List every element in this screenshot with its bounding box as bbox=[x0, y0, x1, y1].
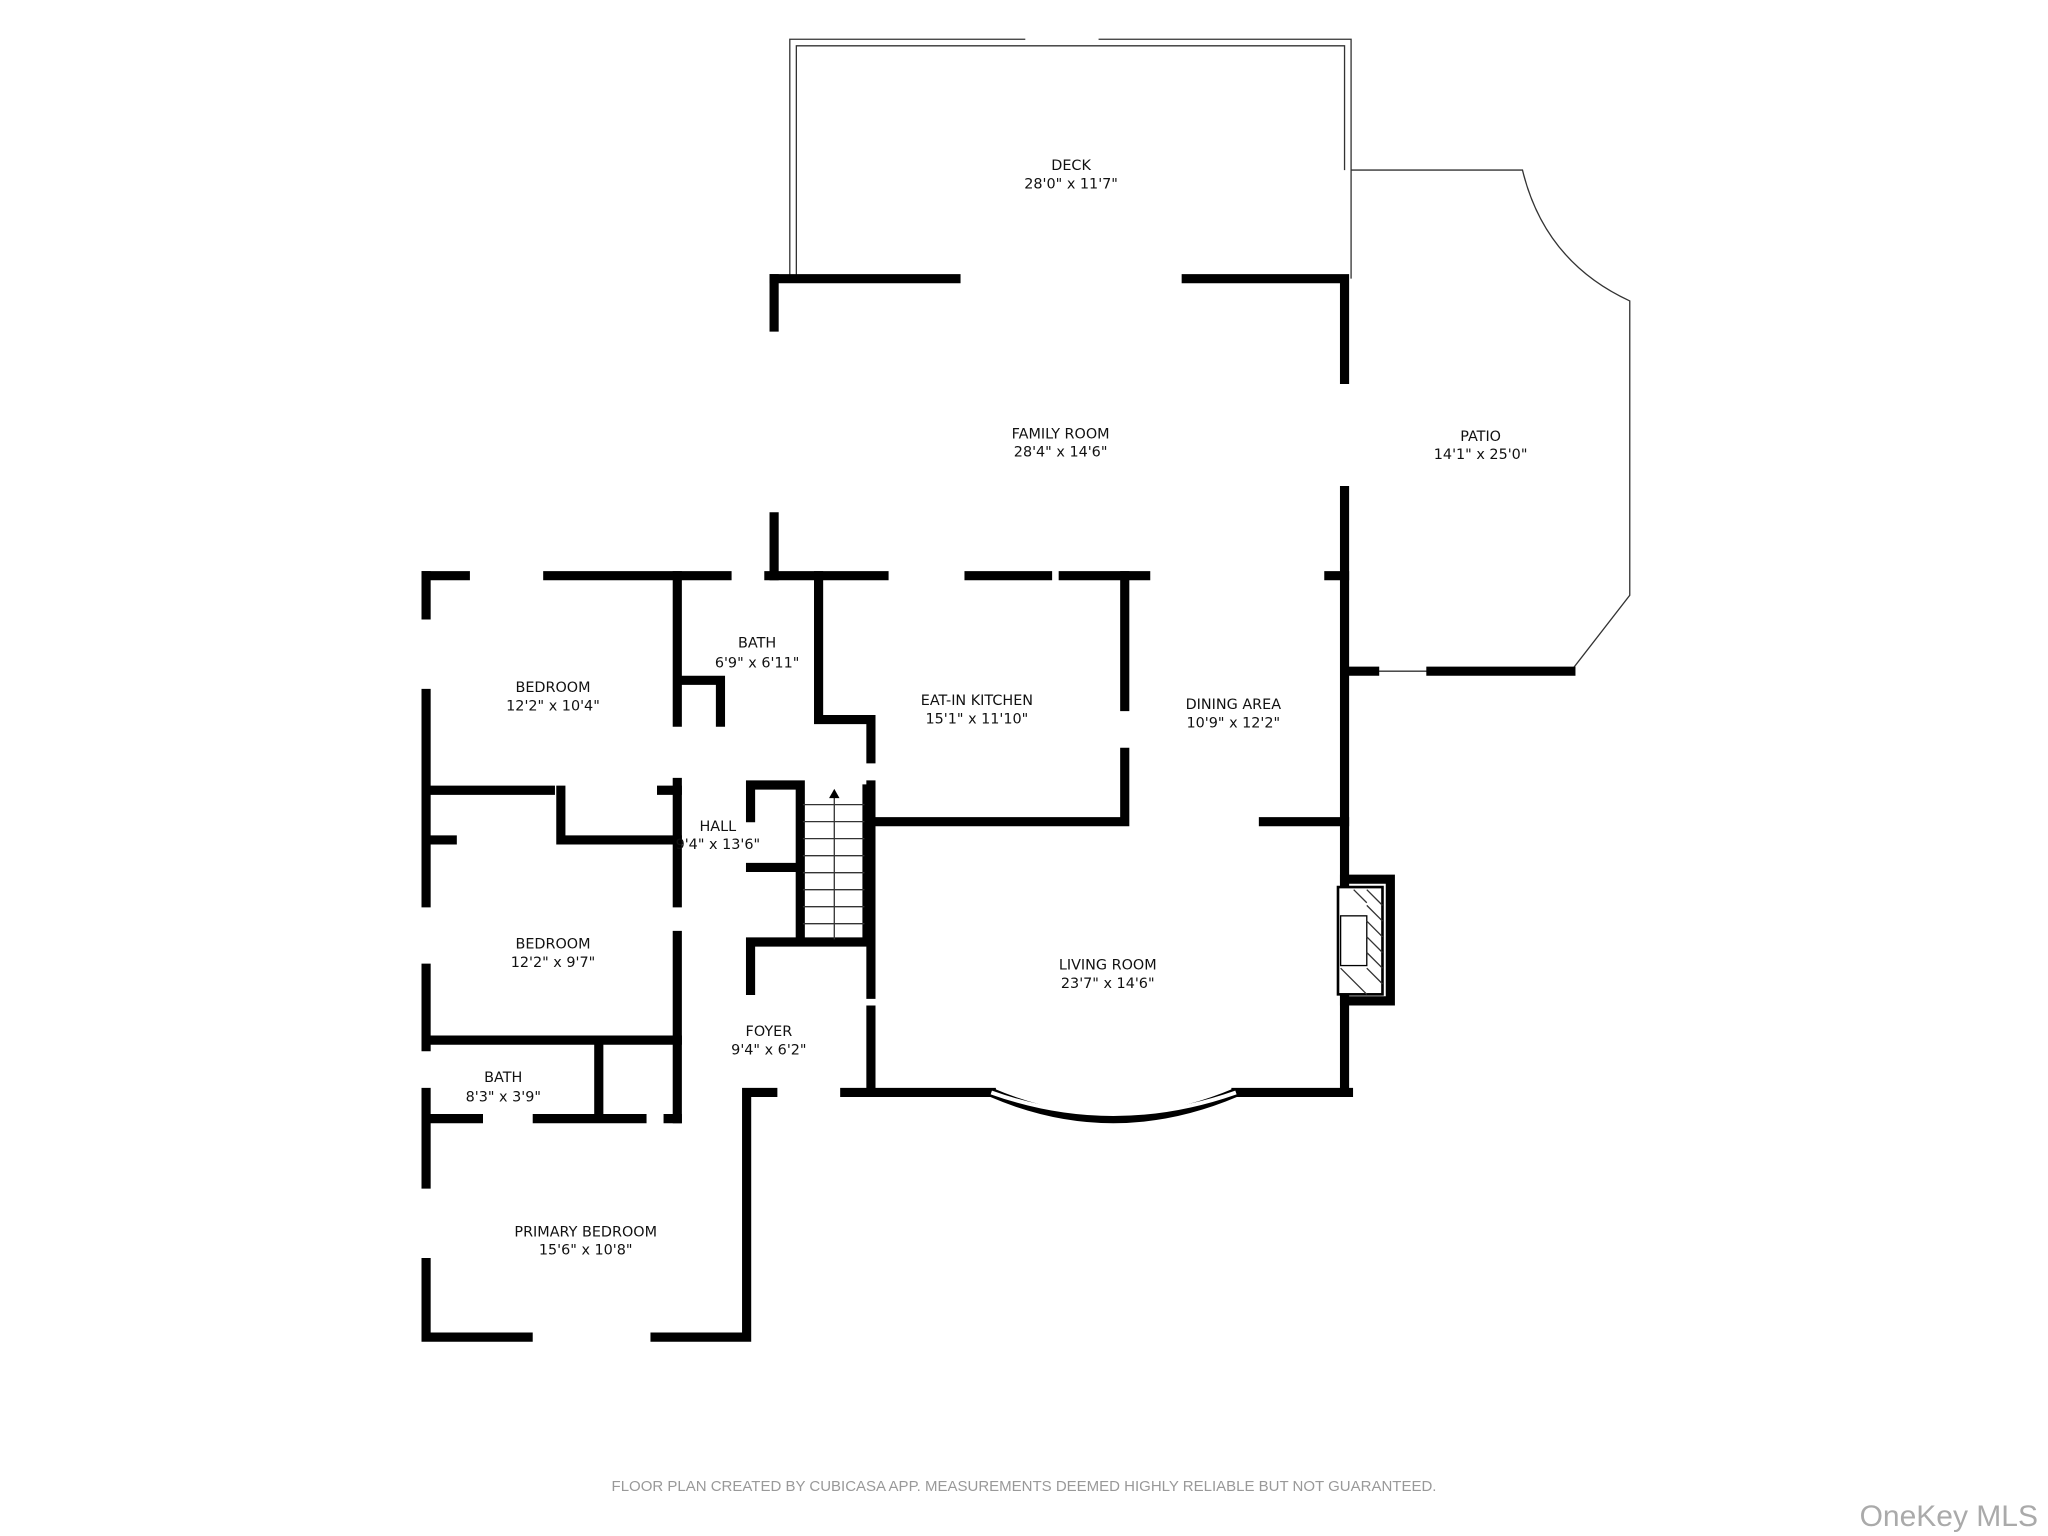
room-name-patio: PATIO bbox=[1460, 429, 1501, 445]
room-size-foyer: 9'4" x 6'2" bbox=[731, 1043, 806, 1059]
room-name-kitchen: EAT-IN KITCHEN bbox=[921, 693, 1033, 709]
room-size-bath-2: 8'3" x 3'9" bbox=[466, 1090, 541, 1106]
room-size-deck: 28'0" x 11'7" bbox=[1024, 176, 1118, 192]
room-name-dining: DINING AREA bbox=[1186, 697, 1282, 713]
disclaimer: FLOOR PLAN CREATED BY CUBICASA APP. MEAS… bbox=[611, 1478, 1437, 1495]
room-size-dining: 10'9" x 12'2" bbox=[1187, 715, 1281, 731]
room-name-living-room: LIVING ROOM bbox=[1059, 957, 1157, 973]
room-size-primary-bedroom: 15'6" x 10'8" bbox=[539, 1243, 633, 1259]
room-name-foyer: FOYER bbox=[746, 1024, 793, 1040]
room-name-bath-1: BATH bbox=[738, 636, 776, 652]
walls bbox=[421, 274, 1576, 1342]
room-size-patio: 14'1" x 25'0" bbox=[1434, 447, 1528, 463]
room-name-bedroom-1: BEDROOM bbox=[515, 680, 590, 696]
room-name-family-room: FAMILY ROOM bbox=[1012, 426, 1110, 442]
stairs bbox=[802, 788, 865, 940]
room-name-primary-bedroom: PRIMARY BEDROOM bbox=[514, 1224, 657, 1240]
room-size-bedroom-2: 12'2" x 9'7" bbox=[511, 955, 596, 971]
room-size-kitchen: 15'1" x 11'10" bbox=[926, 712, 1029, 728]
room-size-bedroom-1: 12'2" x 10'4" bbox=[506, 698, 600, 714]
room-size-hall: 9'4" x 13'6" bbox=[676, 837, 761, 853]
fireplace bbox=[1336, 885, 1384, 996]
room-size-bath-1: 6'9" x 6'11" bbox=[715, 655, 800, 671]
room-name-deck: DECK bbox=[1051, 158, 1091, 174]
room-size-family-room: 28'4" x 14'6" bbox=[1014, 445, 1108, 461]
patio-outline bbox=[1351, 169, 1631, 672]
room-name-bedroom-2: BEDROOM bbox=[515, 937, 590, 953]
room-size-living-room: 23'7" x 14'6" bbox=[1061, 976, 1155, 992]
watermark: OneKey MLS bbox=[1859, 1500, 2038, 1533]
room-name-hall: HALL bbox=[700, 819, 737, 835]
room-name-bath-2: BATH bbox=[484, 1070, 522, 1086]
deck-outline bbox=[789, 38, 1352, 279]
